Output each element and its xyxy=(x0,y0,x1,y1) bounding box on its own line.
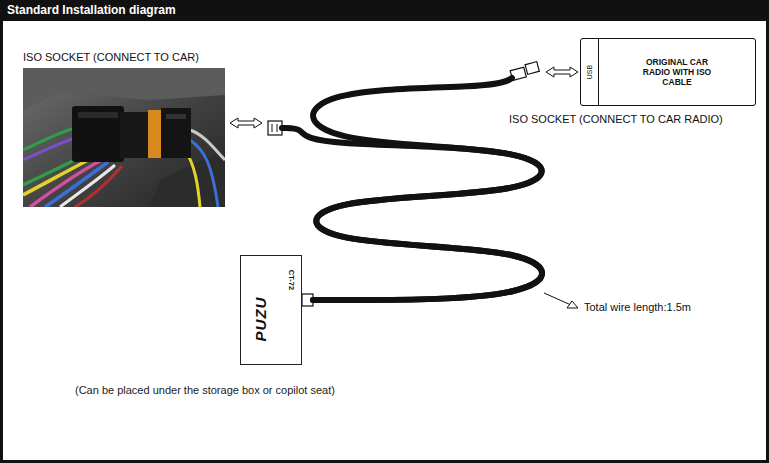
dashboard-panel xyxy=(23,68,225,110)
wire xyxy=(60,165,115,207)
usb-label: USB xyxy=(586,65,593,79)
socket-label: ISO SOCKET (CONNECT TO CAR RADIO) xyxy=(508,113,724,125)
leader-line xyxy=(544,293,571,305)
wire xyxy=(45,162,108,207)
brand-logo: PUZU xyxy=(252,296,269,341)
connector-detail xyxy=(78,112,118,118)
caption: (Can be placed under the storage box or … xyxy=(75,384,335,396)
double-arrow xyxy=(546,67,578,77)
connector-block xyxy=(72,106,124,162)
header-bar xyxy=(0,0,769,21)
photo-ground xyxy=(23,68,225,207)
socket-photo xyxy=(23,68,225,207)
socket-label: ISO SOCKET (CONNECT TO CAR) xyxy=(23,51,199,63)
wire xyxy=(75,166,122,207)
module-box: PUZU CT-72 xyxy=(240,255,302,365)
leader-arrowhead xyxy=(567,301,578,308)
dimension-label: Total wire length:1.5m xyxy=(583,301,692,313)
connector-detail xyxy=(166,114,186,119)
wire xyxy=(23,138,75,160)
socket-photo-frame: ISO SOCKET (CONNECT TO CAR) xyxy=(23,51,226,208)
plug-detail xyxy=(277,124,278,132)
orange-clip xyxy=(148,110,162,158)
plug-detail xyxy=(272,124,273,132)
double-arrow xyxy=(230,118,262,128)
header-title: Standard Installation diagram xyxy=(7,3,176,17)
connector-block xyxy=(161,108,191,158)
radio-plug-part xyxy=(525,62,539,75)
wire xyxy=(185,150,200,207)
car-radio-box: ORIGINAL CAR RADIO WITH ISO CABLE USB xyxy=(580,38,756,106)
radio-label: ORIGINAL CAR RADIO WITH ISO CABLE xyxy=(636,57,718,88)
model-number: CT-72 xyxy=(287,270,296,290)
connector-block xyxy=(120,112,150,158)
cable xyxy=(282,128,542,300)
